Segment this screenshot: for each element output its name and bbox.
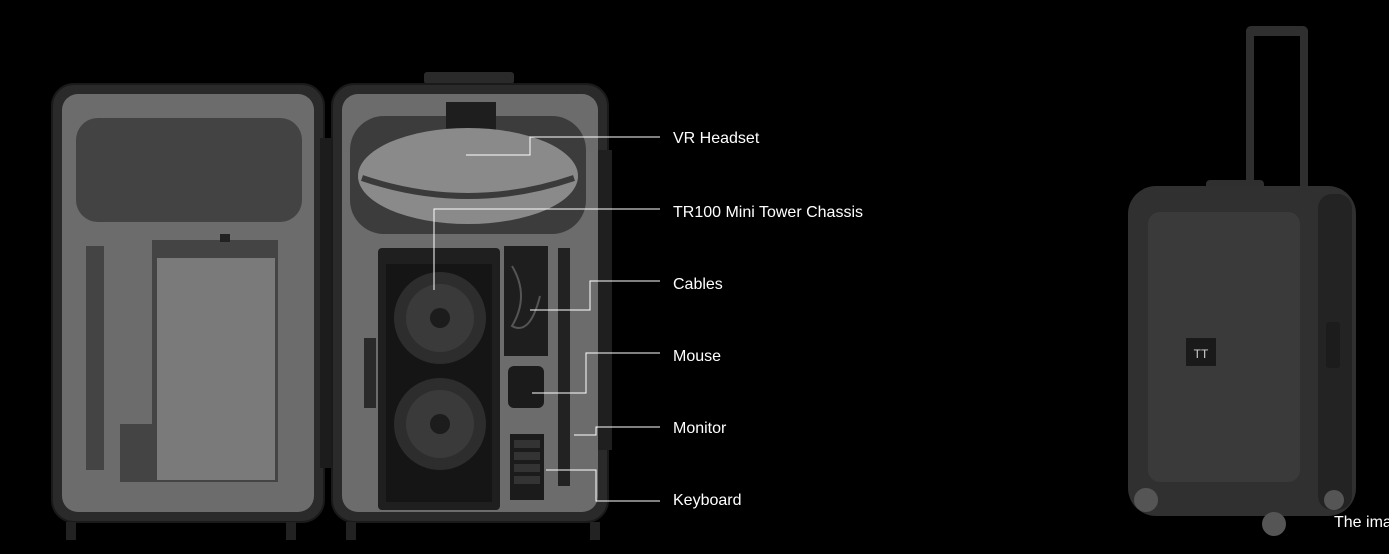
tr100-chassis — [378, 248, 500, 510]
cables-tray — [504, 246, 548, 356]
tt-logo — [1186, 338, 1216, 366]
leader-monitor — [574, 426, 660, 436]
callout-keyboard: Keyboard — [673, 492, 742, 509]
callout-lines — [433, 136, 660, 502]
case-right-half — [331, 72, 612, 540]
callout-tr100-chassis: TR100 Mini Tower Chassis — [673, 204, 863, 221]
callout-vr-headset: VR Headset — [673, 130, 760, 147]
closed-suitcase: TT — [1128, 26, 1356, 536]
leader-cables — [530, 280, 660, 311]
svg-text:TT: TT — [1194, 347, 1209, 361]
leader-mouse — [532, 352, 660, 394]
callout-cables: Cables — [673, 276, 723, 293]
case-left-half — [51, 83, 325, 540]
callout-mouse: Mouse — [673, 348, 722, 365]
image-caption: The ima — [1334, 514, 1389, 531]
leader-vr-headset — [466, 136, 660, 156]
mouse-slot — [508, 366, 544, 408]
case-hinge — [320, 138, 334, 468]
callout-monitor: Monitor — [673, 420, 727, 437]
vr-headset-case — [358, 128, 578, 224]
monitor-slot — [558, 248, 570, 486]
leader-keyboard — [546, 469, 660, 502]
leader-chassis — [433, 208, 660, 290]
